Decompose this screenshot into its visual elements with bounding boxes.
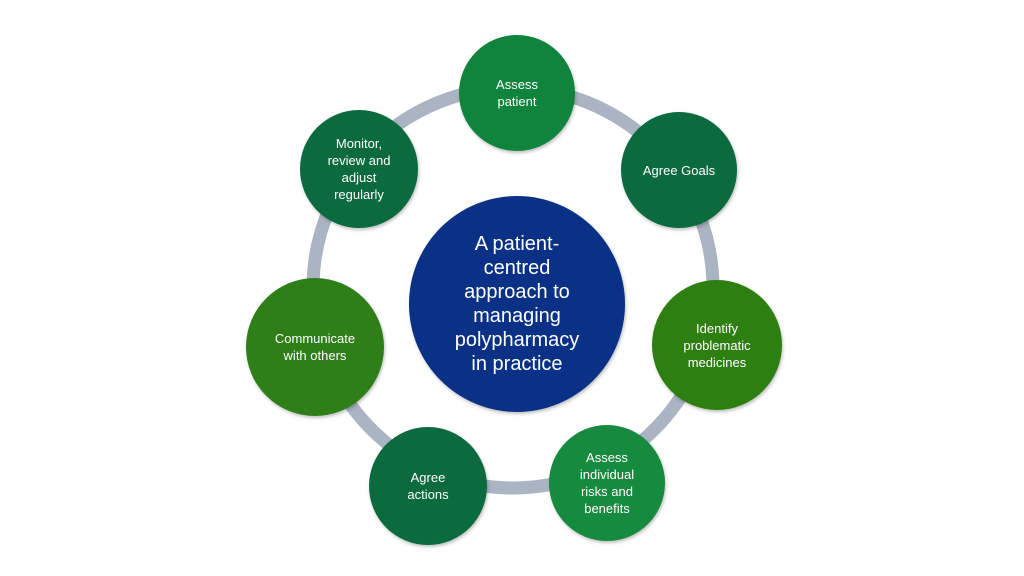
step-label: Communicate with others [274,331,356,363]
step-assess-risks-benefits: Assess individual risks and benefits [549,425,665,541]
step-assess-patient: Assess patient [459,35,575,151]
step-agree-actions: Agree actions [369,427,487,545]
step-communicate-with-others: Communicate with others [246,278,384,416]
step-label: Assess patient [496,77,538,109]
step-label: Agree Goals [642,162,716,178]
center-node: A patient- centred approach to managing … [409,196,625,412]
step-label: Monitor, review and adjust regularly [327,136,391,202]
step-identify-problematic-medicines: Identify problematic medicines [652,280,782,410]
step-monitor-review-adjust: Monitor, review and adjust regularly [300,110,418,228]
step-label: Identify problematic medicines [683,320,751,370]
step-label: Assess individual risks and benefits [579,450,635,516]
center-label: A patient- centred approach to managing … [454,233,580,375]
step-agree-goals: Agree Goals [621,112,737,228]
step-label: Agree actions [407,470,449,502]
